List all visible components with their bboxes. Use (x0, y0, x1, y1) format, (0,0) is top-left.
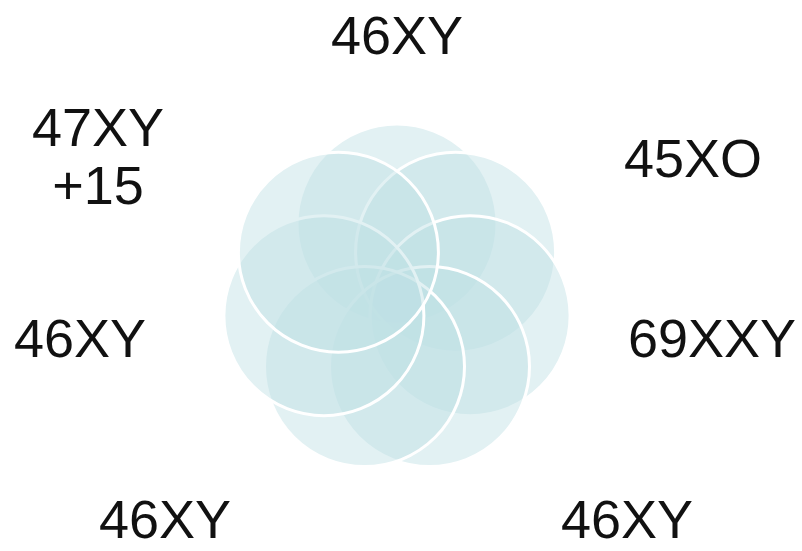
karyotype-label: 46XY (331, 6, 463, 64)
karyotype-label: 46XY (14, 309, 146, 367)
karyotype-label: 46XY (99, 490, 231, 548)
karyotype-label: 47XY +15 (23, 98, 173, 215)
karyotype-label: 46XY (561, 490, 693, 548)
karyotype-label: 69XXY (628, 309, 796, 367)
karyotype-label: 45XO (624, 129, 762, 187)
cell-circle (238, 152, 438, 352)
